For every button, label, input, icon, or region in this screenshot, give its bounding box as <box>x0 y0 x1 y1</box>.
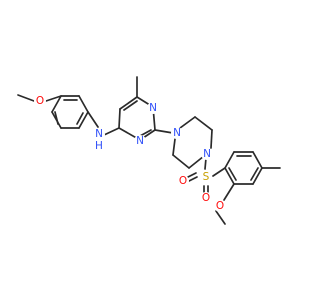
atom-label-n: N <box>173 127 181 139</box>
bond <box>54 111 59 125</box>
nh-label: N H <box>93 128 105 152</box>
bond <box>139 129 152 137</box>
piperazine-n-right-label: N <box>201 148 213 160</box>
bond <box>103 127 120 136</box>
atom-label-o: O <box>179 175 187 187</box>
sulfonyl-oxygen-top-label: O <box>177 175 189 187</box>
bond <box>223 183 235 201</box>
bond <box>87 111 99 128</box>
bond <box>78 95 89 113</box>
atom-label-h: H <box>95 140 103 152</box>
bond <box>78 111 89 129</box>
aryl-methoxy-oxygen-label: O <box>214 200 226 212</box>
atom-label-o: O <box>216 200 224 212</box>
bond <box>215 210 226 225</box>
bond <box>212 167 226 177</box>
bond <box>45 95 62 102</box>
bond <box>187 172 197 178</box>
atom-label-n: N <box>149 102 157 114</box>
bond <box>210 129 213 149</box>
atom-label-n: N <box>136 135 144 147</box>
label-backdrop <box>93 129 105 141</box>
bond <box>228 167 237 181</box>
piperazine-n-left-label: N <box>171 127 183 139</box>
bond <box>188 176 198 182</box>
bond <box>250 167 259 181</box>
label-backdrop <box>200 192 212 204</box>
bond <box>252 151 263 169</box>
atom-label-n: N <box>203 148 211 160</box>
atom-label-layer: O N H N N N N S O <box>34 95 226 212</box>
label-backdrop <box>34 95 46 107</box>
pyrimidine-n-bottom-label: N <box>134 135 146 147</box>
molecule-structure-diagram: O N H N N N N S O <box>17 76 281 225</box>
sulfur-label: S <box>200 171 212 183</box>
bond <box>76 112 84 125</box>
label-backdrop <box>214 200 226 212</box>
label-backdrop <box>201 148 213 160</box>
atom-label-n: N <box>95 128 103 140</box>
bond <box>154 129 174 134</box>
atom-label-s: S <box>203 171 210 183</box>
bond <box>194 116 213 131</box>
atom-label-o: O <box>36 95 44 107</box>
bond <box>172 138 176 156</box>
bond <box>118 108 121 129</box>
sulfonyl-oxygen-bottom-label: O <box>200 192 212 204</box>
bond <box>119 96 138 110</box>
atom-label-o: O <box>202 192 210 204</box>
label-backdrop <box>200 171 212 183</box>
pyrimidine-n-top-label: N <box>147 102 159 114</box>
bond-layer <box>17 76 281 225</box>
bond <box>179 116 196 129</box>
bond <box>224 151 235 169</box>
bond <box>17 94 35 102</box>
label-backdrop <box>171 127 183 139</box>
label-backdrop <box>134 135 146 147</box>
bond <box>172 154 190 169</box>
ome-oxygen-label: O <box>34 95 46 107</box>
label-backdrop <box>147 102 159 114</box>
bond <box>224 167 235 185</box>
bond <box>123 100 138 111</box>
bond <box>51 95 62 113</box>
bond <box>252 167 263 185</box>
bond <box>188 155 205 169</box>
label-backdrop <box>177 175 189 187</box>
